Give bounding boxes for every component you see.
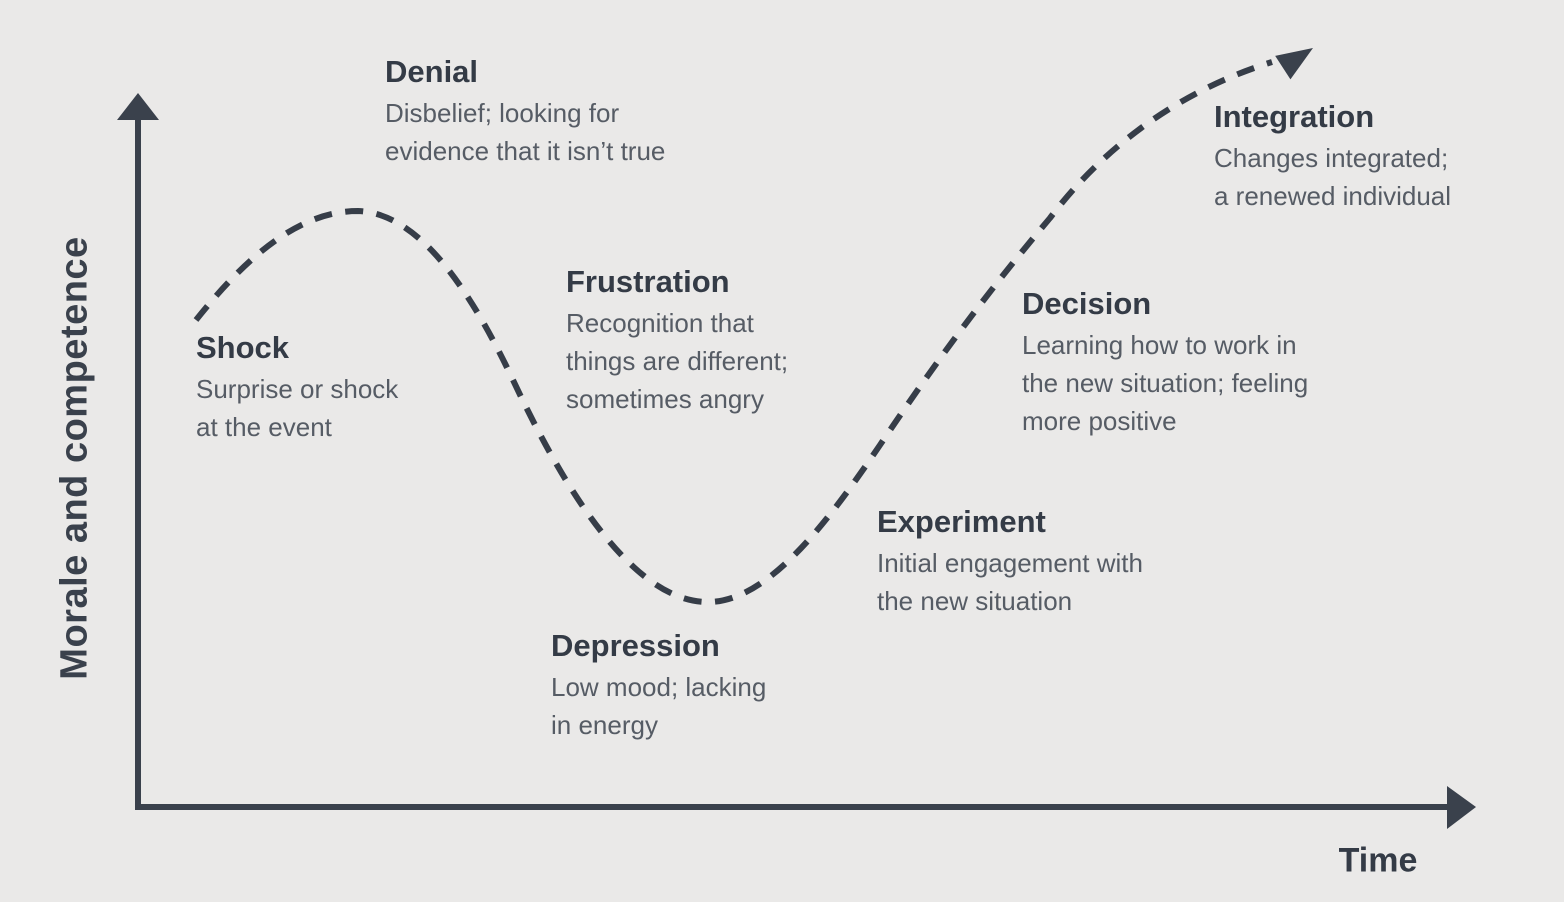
stage-frustration-description: Recognition that things are different; s… bbox=[566, 308, 789, 414]
stage-frustration-title: Frustration bbox=[566, 264, 730, 299]
stage-denial-title: Denial bbox=[385, 54, 479, 89]
stage-decision-title: Decision bbox=[1022, 286, 1152, 321]
stage-depression-title: Depression bbox=[551, 628, 720, 663]
stage-decision-description: Learning how to work in the new situatio… bbox=[1022, 330, 1309, 436]
stage-decision: Decision Learning how to work in the new… bbox=[1022, 284, 1308, 440]
stage-shock-title: Shock bbox=[196, 330, 290, 365]
y-axis-arrowhead-icon bbox=[117, 93, 159, 120]
stage-shock-description: Surprise or shock at the event bbox=[196, 374, 399, 442]
stage-integration-title: Integration bbox=[1214, 99, 1375, 134]
x-axis-label: Time bbox=[1338, 841, 1418, 880]
stage-experiment-title: Experiment bbox=[877, 504, 1046, 539]
stage-integration-description: Changes integrated; a renewed individual bbox=[1214, 143, 1452, 211]
change-curve-dashed-line bbox=[193, 59, 1273, 605]
stage-depression: Depression Low mood; lacking in energy bbox=[551, 626, 766, 744]
stage-experiment-description: Initial engagement with the new situatio… bbox=[877, 548, 1143, 616]
stage-frustration: Frustration Recognition that things are … bbox=[566, 262, 788, 418]
stage-denial: Denial Disbelief; looking for evidence t… bbox=[385, 52, 665, 170]
stage-integration: Integration Changes integrated; a renewe… bbox=[1214, 97, 1451, 215]
y-axis-label: Morale and competence bbox=[53, 236, 96, 680]
stage-depression-description: Low mood; lacking in energy bbox=[551, 672, 767, 740]
stage-experiment: Experiment Initial engagement with the n… bbox=[877, 502, 1143, 620]
curve-arrowhead-icon bbox=[1275, 48, 1313, 80]
stage-shock: Shock Surprise or shock at the event bbox=[196, 328, 398, 446]
stage-denial-description: Disbelief; looking for evidence that it … bbox=[385, 98, 666, 166]
x-axis-arrowhead-icon bbox=[1447, 786, 1476, 829]
